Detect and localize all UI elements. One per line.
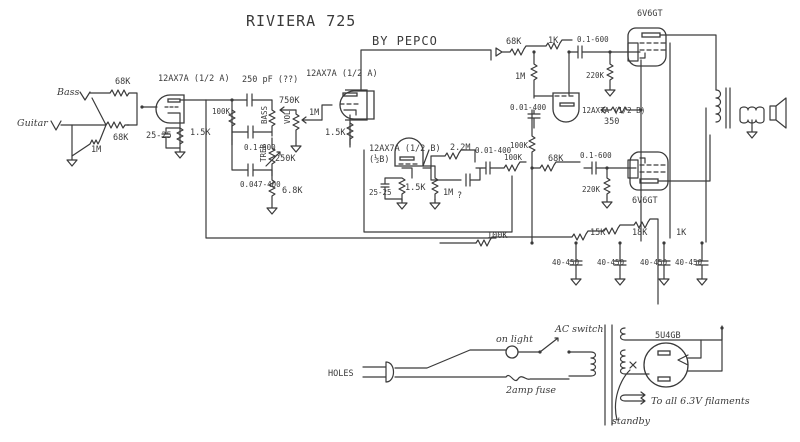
- stage2-cathode-resistor-label: 1.5K: [325, 128, 346, 138]
- bass-pot-label: BASS: [260, 105, 269, 124]
- lamp-label: on light: [496, 334, 533, 345]
- guitar-jack-icon: [50, 120, 62, 131]
- coupling-cap-label: 0.01-400: [475, 146, 512, 155]
- pi-tube-label: 12AX7A (1/2 B): [582, 106, 645, 115]
- filter-cap-1: 40-450: [552, 242, 583, 286]
- power-tube-top-label: 6V6GT: [637, 9, 663, 19]
- fuse-label: 2amp fuse: [505, 385, 556, 396]
- pi-lower-resistor-label: 68K: [548, 154, 564, 164]
- filaments-label: To all 6.3V filaments: [651, 396, 750, 407]
- svg-text:40-450: 40-450: [675, 258, 703, 267]
- rectifier-label: 5U4GB: [655, 331, 681, 341]
- tone-cap-mid-label: 0.1-600: [244, 143, 276, 152]
- power-coupling-top-label: 0.1-600: [577, 35, 609, 44]
- tone-tail-resistor-label: 6.8K: [282, 186, 303, 196]
- schematic-author: BY PEPCO: [372, 34, 438, 48]
- volume-pot-value: 1M: [309, 108, 319, 118]
- output-transformer: [705, 87, 787, 243]
- svg-text:40-450: 40-450: [552, 258, 580, 267]
- power-grid-bottom-label: 220K: [582, 185, 601, 194]
- pi-upper-plate-resistor-label: 100K: [510, 141, 529, 150]
- treble-pot-value: 250K: [275, 154, 296, 164]
- filter-cap-3: 40-450: [640, 242, 671, 286]
- stage3-cathode-resistor-label: 1.5K: [405, 183, 426, 193]
- power-grid-top-label: 220K: [586, 71, 605, 80]
- stage3-tube-sub: (½B): [369, 154, 389, 165]
- stage1-tube-label: 12AX7A (1/2 A): [158, 74, 230, 84]
- schematic-title: RIVIERA 725: [246, 12, 356, 30]
- power-tube-bottom-label: 6V6GT: [632, 196, 658, 206]
- pi-grid-resistor-label: 1M: [515, 72, 525, 82]
- ac-switch-label: AC switch: [554, 324, 603, 335]
- stage1-cathode-resistor-label: 1.5K: [190, 128, 211, 138]
- tone-cap-bottom-label: 0.047-400: [240, 180, 281, 189]
- plate-resistor-label: 100K: [212, 107, 231, 116]
- stage3-grid-resistor-label: 1M: [443, 188, 453, 198]
- svg-text:40-450: 40-450: [597, 258, 625, 267]
- cathode-resistor-label: 350: [604, 117, 619, 127]
- pi-bypass-cap-label: 0.01-400: [510, 103, 547, 112]
- stage1-tube: 12AX7A (1/2 A) 25-25 1.5K: [146, 74, 230, 159]
- plug-label: HOLES: [328, 369, 354, 379]
- supply-r3-label: 1K: [676, 228, 687, 238]
- bass-input-label: Bass: [56, 87, 80, 98]
- lamp-icon: [505, 345, 519, 359]
- feedback-resistor-label: 2.2M: [450, 143, 470, 153]
- pi-plate-resistor-label: 1K: [548, 36, 559, 46]
- stage3-tube-label: 12AX7A (1/2 B): [369, 144, 441, 154]
- series-resistor-label: 100K: [504, 153, 523, 162]
- input-resistor-top-label: 68K: [115, 77, 131, 87]
- svg-text:40-450: 40-450: [640, 258, 668, 267]
- guitar-input-label: Guitar: [17, 118, 49, 129]
- speaker-icon: [769, 97, 787, 129]
- plug-icon: [362, 361, 395, 383]
- standby-label: standby: [612, 416, 651, 427]
- input-pot-label: 1M: [91, 145, 101, 155]
- phase-inverter: 100K 68K 68K 1K 0.1-600 1M 12AX7A (1/2 B…: [495, 35, 645, 244]
- filter-cap-2: 40-450: [597, 242, 627, 286]
- input-resistor-bottom-label: 68K: [113, 133, 129, 143]
- bass-pot-value: 750K: [279, 96, 300, 106]
- filter-cap-4: 40-450: [675, 242, 709, 286]
- volume-pot-label: VOL: [283, 110, 292, 124]
- tone-cap-top-label: 250 pF (??): [242, 75, 298, 85]
- input-section: Bass Guitar 68K 68K 1M: [17, 77, 158, 167]
- stage3-cathode-cap-label: 25-25: [369, 188, 392, 197]
- supply-r1-label: 15K: [590, 228, 606, 238]
- power-coupling-bottom-label: 0.1-600: [580, 151, 612, 160]
- pi-input-resistor-label: 68K: [506, 37, 522, 47]
- feedback-cap-label: ?: [457, 191, 462, 201]
- treble-pot-label: TREB: [259, 143, 268, 162]
- supply-r2-label: 18K: [632, 228, 648, 238]
- tone-stack: 250 pF (??) 100K BASS 750K 0.1-600 TREB …: [205, 75, 323, 215]
- stage3-tube: 12AX7A (1/2 B) (½B) 25-25 1.5K 1M 2.2M ?…: [363, 137, 527, 233]
- mains-section: HOLES on light AC switch 2amp fuse 5U4GB…: [328, 324, 750, 427]
- power-supply-filter: 100K 15K 18K 1K 40-450 40-450 40-450 40-…: [439, 218, 709, 305]
- stage2-tube-label: 12AX7A (1/2 A): [306, 69, 378, 79]
- supply-feed-resistor-label: 100K: [487, 231, 508, 241]
- power-stage: 220K 6V6GT 350 0.1-600 220K 6V6GT: [580, 9, 717, 242]
- stage1-cathode-cap-label: 25-25: [146, 131, 172, 141]
- bass-jack-icon: [79, 91, 91, 101]
- stage2-tube: 12AX7A (1/2 A) 1.5K: [306, 49, 492, 148]
